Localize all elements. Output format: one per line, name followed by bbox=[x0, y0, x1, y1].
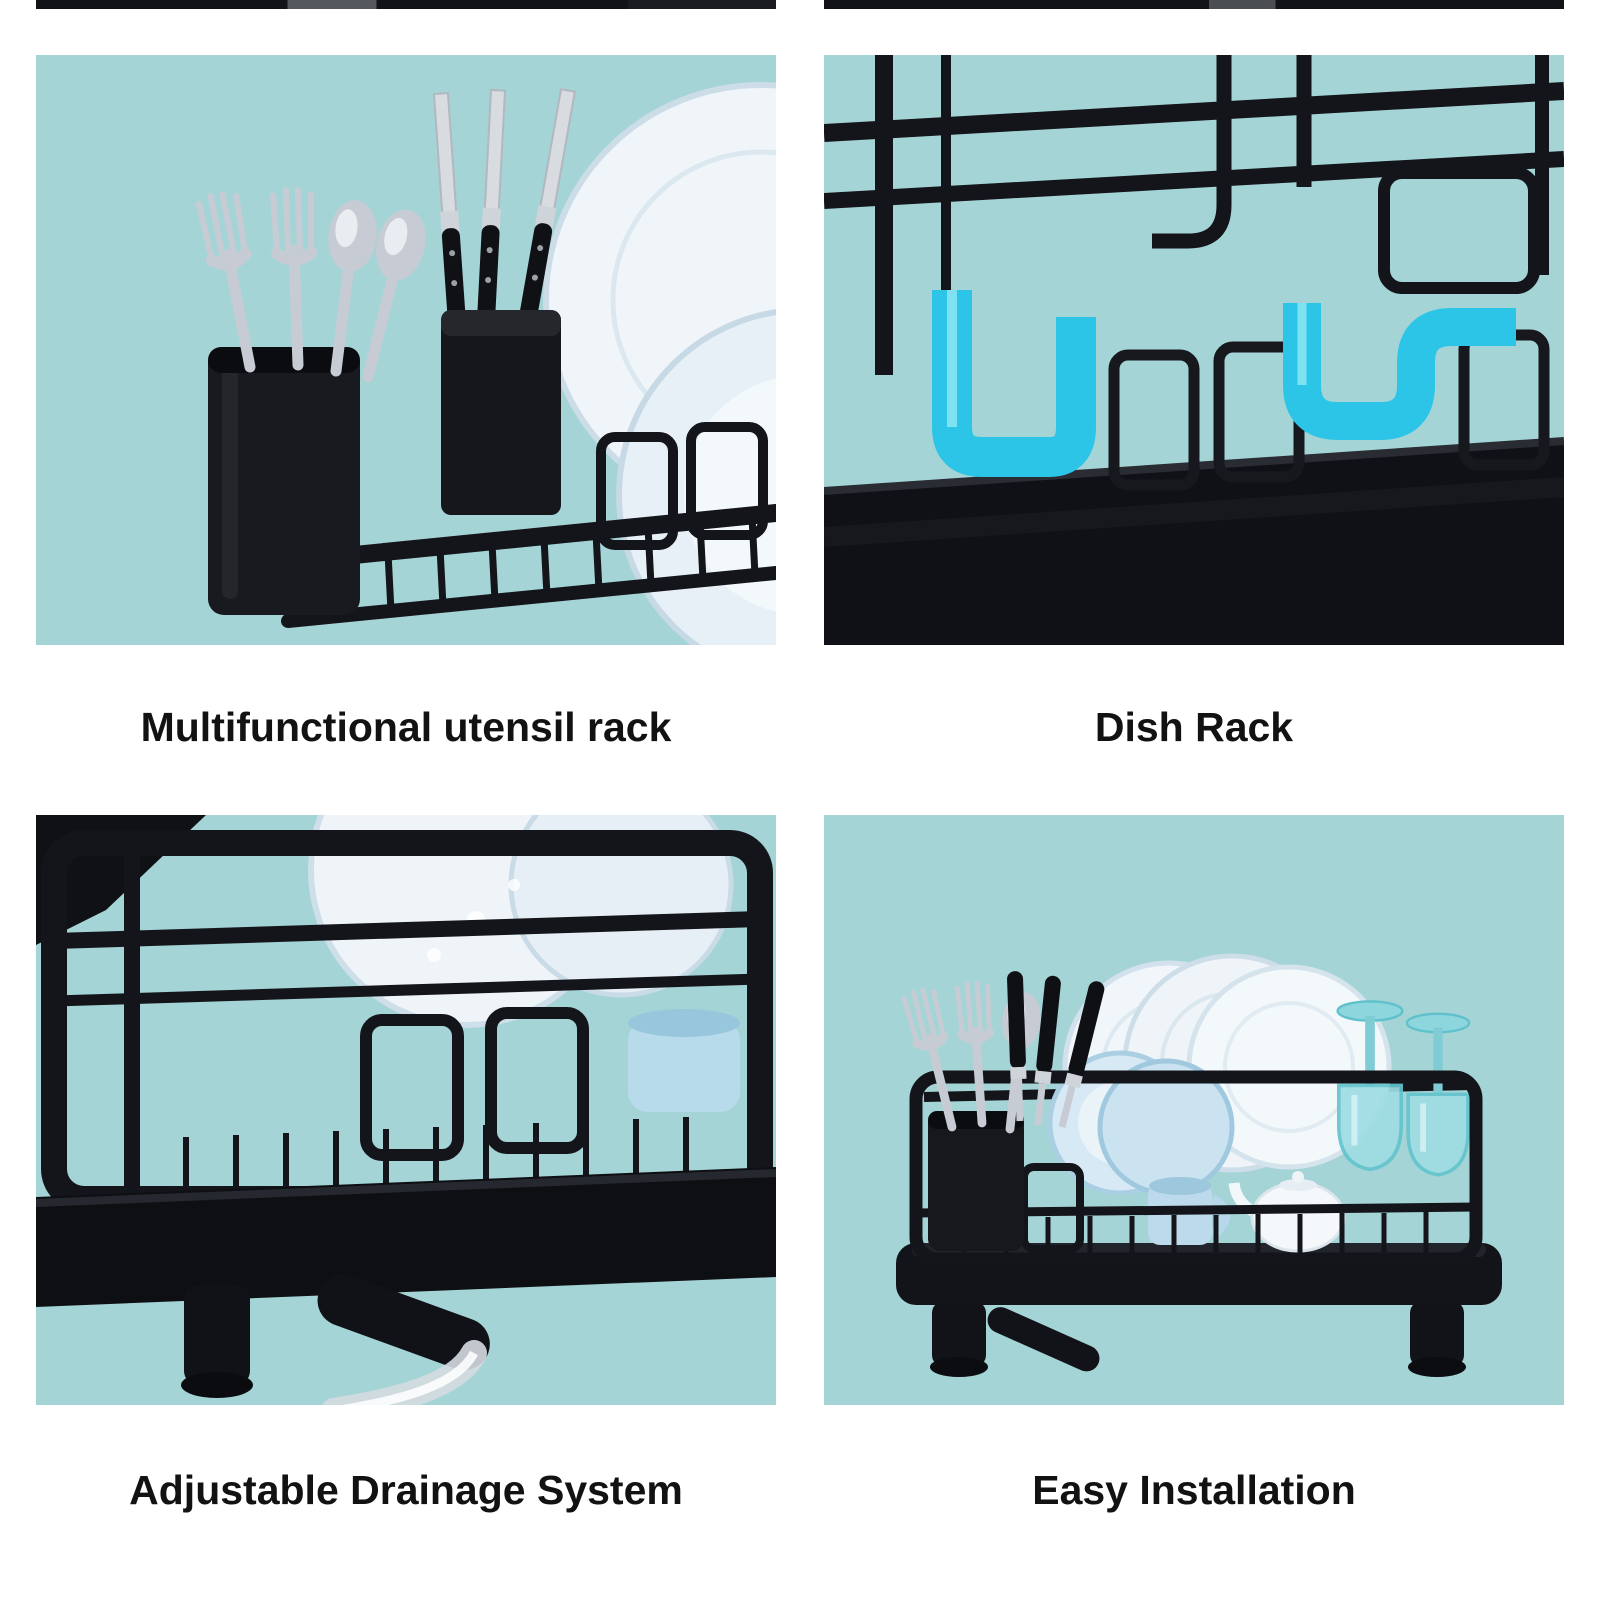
caption-text: Multifunctional utensil rack bbox=[140, 704, 672, 750]
caption-text: Dish Rack bbox=[1094, 704, 1294, 750]
feature-caption-utensil-rack: Multifunctional utensil rack bbox=[36, 645, 776, 810]
feature-photo-utensil-rack bbox=[36, 55, 776, 645]
feature-photo-installation bbox=[824, 815, 1564, 1405]
tray-leg bbox=[181, 1285, 253, 1398]
feature-caption-dish-rack: Dish Rack bbox=[824, 645, 1564, 810]
drip-tray bbox=[896, 1243, 1502, 1305]
knife-block bbox=[430, 87, 578, 515]
feature-photo-drainage bbox=[36, 815, 776, 1405]
wire-basket bbox=[265, 422, 776, 628]
dish-rack-illustration bbox=[824, 55, 1564, 645]
feature-photo-dish-rack bbox=[824, 55, 1564, 645]
rack-frame-wires bbox=[824, 55, 1564, 375]
feature-caption-drainage: Adjustable Drainage System bbox=[36, 1405, 776, 1575]
feature-caption-installation: Easy Installation bbox=[824, 1405, 1564, 1575]
caption-text: Easy Installation bbox=[1032, 1466, 1356, 1513]
drip-tray bbox=[36, 1167, 776, 1307]
drain-spout bbox=[987, 1307, 1100, 1372]
cyan-adjustable-hooks bbox=[932, 290, 1516, 477]
utensil-cup bbox=[208, 347, 360, 615]
water-stream bbox=[322, 1340, 487, 1405]
plate-stack bbox=[543, 82, 776, 645]
cropped-photo-strip-right bbox=[824, 0, 1564, 9]
utensil-rack-illustration bbox=[36, 55, 776, 645]
drainage-illustration bbox=[36, 815, 776, 1405]
assembled-rack-illustration bbox=[824, 815, 1564, 1405]
blue-cup bbox=[628, 1009, 740, 1112]
tray-legs bbox=[930, 1301, 1466, 1377]
caption-text: Adjustable Drainage System bbox=[129, 1466, 683, 1513]
plate-in-rack bbox=[308, 815, 734, 1028]
drain-spout bbox=[317, 1274, 490, 1371]
cropped-photo-strip-left bbox=[36, 0, 776, 9]
